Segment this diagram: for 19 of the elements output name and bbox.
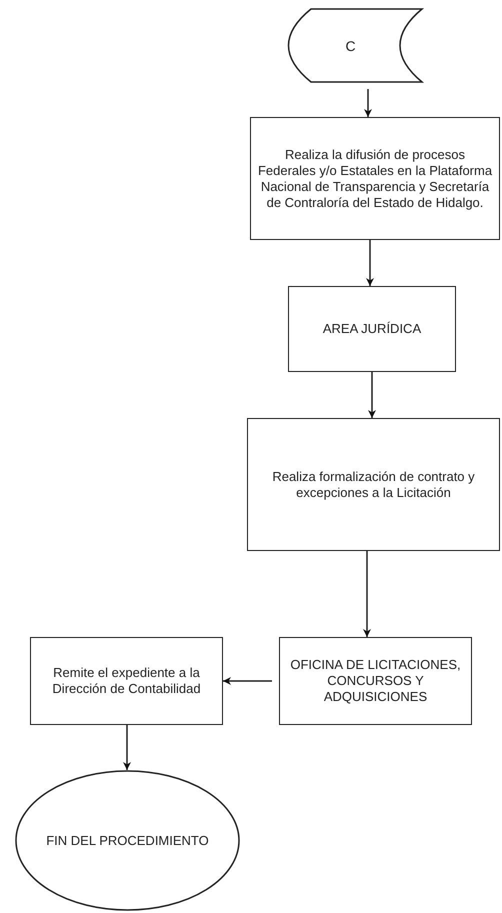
process-box — [279, 637, 472, 725]
arrow — [123, 725, 131, 770]
node-text: Realiza la difusión de procesos Federales y/o Estatales en la Plataforma Nacional de Transparencia y Secretaría de Contraloría del Estado de Hidalgo. — [256, 146, 494, 210]
node-text: FIN DEL PROCEDIMIENTO — [45, 832, 210, 848]
process-box — [30, 637, 223, 725]
arrow — [366, 240, 374, 286]
node-text: OFICINA DE LICITACIONES, CONCURSOS Y ADQUISICIONES — [289, 657, 462, 705]
arrow — [363, 551, 371, 637]
process-box — [288, 286, 456, 372]
arrow — [364, 89, 372, 117]
node-text: Remite el expediente a la Dirección de Contabilidad — [51, 665, 202, 697]
node-text: Realiza formalización de contrato y excepciones a la Licitación — [271, 468, 476, 500]
process-box — [247, 418, 500, 551]
node-text: C — [344, 38, 357, 54]
process-box — [250, 117, 500, 240]
arrow — [368, 372, 376, 418]
terminal-ellipse — [15, 770, 240, 911]
node-text: AREA JURÍDICA — [322, 321, 422, 337]
arrow — [223, 677, 272, 685]
